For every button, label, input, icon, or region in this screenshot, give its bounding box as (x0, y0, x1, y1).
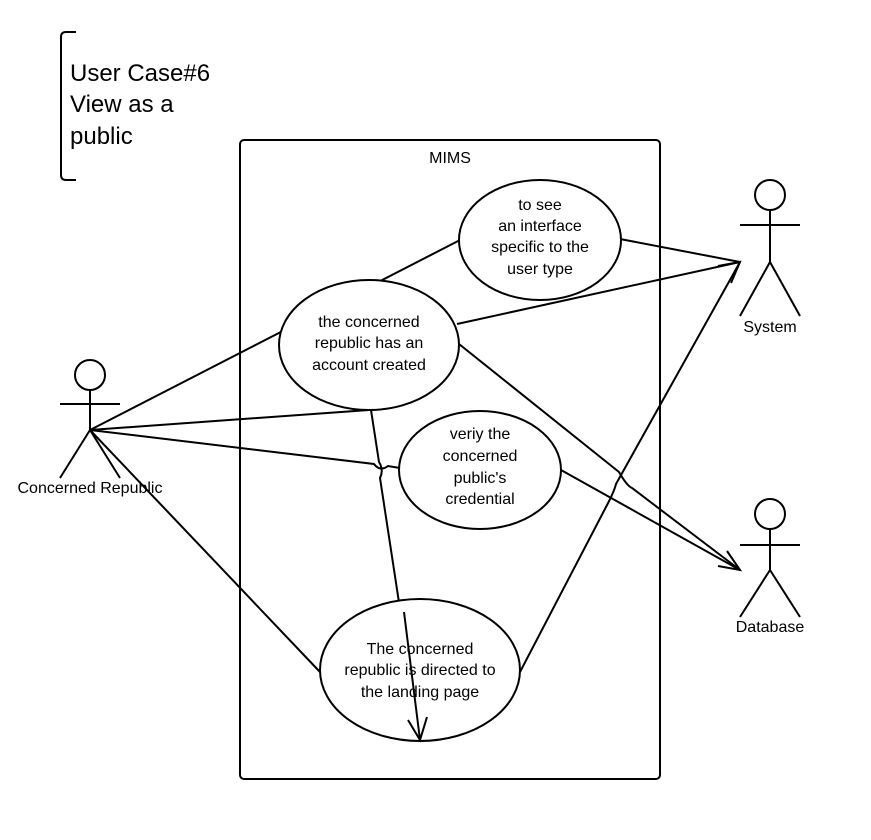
stick-figure-icon (739, 179, 801, 317)
actor-label: Concerned Republic (18, 480, 163, 497)
use-case-text: The concerned (367, 641, 474, 658)
note-line-3: public (70, 123, 133, 150)
note-bracket (60, 31, 76, 181)
assoc-account-system (456, 261, 741, 325)
assoc-republic-landing (89, 429, 321, 673)
actor-database: Database (736, 498, 805, 636)
note-line-2: View as a (70, 91, 174, 118)
include-account-to-landing (370, 409, 421, 741)
assoc-see-interface-system (619, 238, 741, 263)
arrowhead-system (717, 260, 742, 284)
use-case-text: concerned (443, 448, 518, 465)
assoc-republic-account-created (89, 409, 370, 431)
actor-concerned-republic: Concerned Republic (18, 359, 163, 497)
association-lines (89, 238, 743, 743)
overlay-lines (403, 611, 428, 743)
assoc-republic-verify (89, 429, 401, 470)
use-case-text: republic is directed to (344, 662, 495, 679)
note-line-1: User Case#6 (70, 60, 210, 87)
use-case-text: specific to the (491, 239, 589, 256)
use-case-verify-credential: veriy the concerned public's credential (398, 410, 562, 530)
arrowhead-landing-overlay (407, 716, 428, 743)
use-case-see-interface: to see an interface specific to the user… (458, 179, 622, 301)
use-case-text: user type (507, 261, 573, 278)
use-case-text: an interface (498, 218, 582, 235)
use-case-text: the landing page (361, 684, 479, 701)
note: User Case#6 View as a public (60, 31, 210, 181)
system-boundary-box (239, 139, 661, 780)
use-case-text: veriy the (450, 426, 511, 443)
use-case-text: public's (454, 470, 507, 487)
assoc-verify-database (560, 469, 741, 571)
assoc-account-database (458, 343, 741, 571)
include-line-overlay (403, 611, 421, 741)
actor-label: Database (736, 619, 805, 636)
use-case-ellipse (458, 179, 622, 301)
use-case-text: to see (518, 197, 562, 214)
use-case-ellipse (278, 279, 460, 411)
use-case-text: account created (312, 357, 426, 374)
use-case-landing-page: The concerned republic is directed to th… (319, 598, 521, 742)
assoc-landing-system (519, 261, 741, 673)
use-case-text: credential (445, 491, 514, 508)
use-case-text: the concerned (318, 314, 419, 331)
assoc-republic-see-interface (89, 238, 463, 431)
actor-system: System (739, 179, 801, 336)
use-case-ellipse (398, 410, 562, 530)
stick-figure-icon (59, 359, 121, 479)
arrowhead-database (717, 550, 743, 572)
system-boundary: MIMS (239, 139, 661, 780)
actor-label: System (743, 319, 796, 336)
use-case-account-created: the concerned republic has an account cr… (278, 279, 460, 411)
stick-figure-icon (739, 498, 801, 618)
use-case-text: republic has an (315, 335, 424, 352)
system-boundary-title: MIMS (429, 150, 471, 167)
